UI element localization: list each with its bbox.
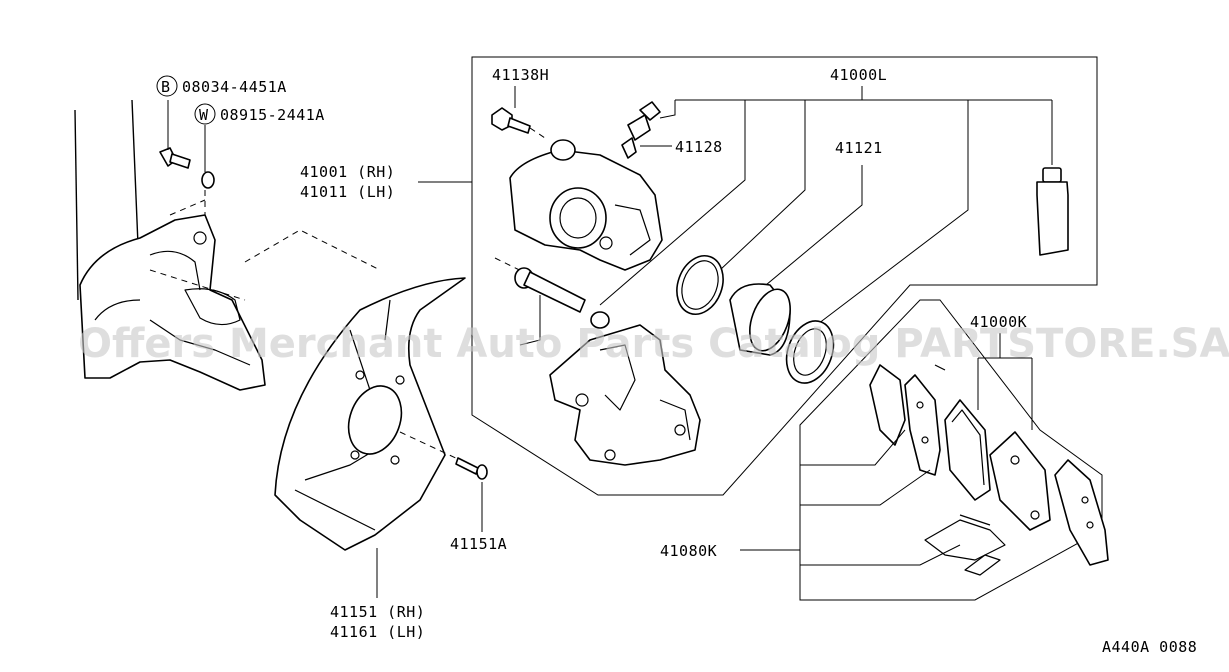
pad-shim-inner-drawing [904,374,941,476]
label-41080k: 41080K [660,542,717,560]
label-08915-2441a: 08915-2441A [220,106,325,124]
label-41011-lh: 41011 (LH) [300,183,395,201]
label-41161-lh: 41161 (LH) [330,623,425,641]
piston-drawing [729,283,791,356]
label-41121-seal: 41121 [835,139,883,157]
brake-pad-inner-drawing [989,431,1051,531]
pin-bolt-drawing [491,107,531,134]
caliper-assembly-frame [471,56,1098,496]
pad-spring-drawing [934,364,1001,576]
piston-seal-drawing [676,255,724,315]
b-badge-circle [156,75,178,97]
diagram-code: A440A 0088 [1102,638,1197,656]
label-41138h: 41138H [492,66,549,84]
piston-boot-drawing [785,320,835,384]
baffle-plate-drawing [274,277,466,551]
bleeder-screw-drawing [621,101,661,159]
brake-pad-outer-drawing [944,399,991,501]
label-41000k: 41000K [970,313,1027,331]
label-41128: 41128 [675,138,723,156]
pad-retainer-clip-drawing [924,514,1006,561]
caliper-body-drawing [494,139,663,291]
label-41151-rh: 41151 (RH) [330,603,425,621]
b-badge-letter: B [161,78,171,96]
grease-tube-drawing [1036,167,1069,256]
screw-drawing [455,457,488,480]
watermark: Offers Merchant Auto Parts Catalog PARTS… [78,321,1229,367]
label-08034-4451a: 08034-4451A [182,78,287,96]
w-badge-letter: W [199,106,209,124]
label-41001-rh: 41001 (RH) [300,163,395,181]
pad-kit-frame [799,299,1103,601]
guide-pin-drawing [514,267,610,329]
w-badge-circle [194,103,216,125]
label-41000l: 41000L [830,66,887,84]
lock-washer-drawing [201,171,215,189]
anti-squeal-shim-drawing [1054,459,1109,566]
steering-knuckle-drawing [74,99,266,391]
label-41151a: 41151A [450,535,507,553]
caliper-bracket-drawing [549,324,701,466]
pad-shim-outer-drawing [869,364,906,446]
hex-bolt-drawing [159,147,191,169]
